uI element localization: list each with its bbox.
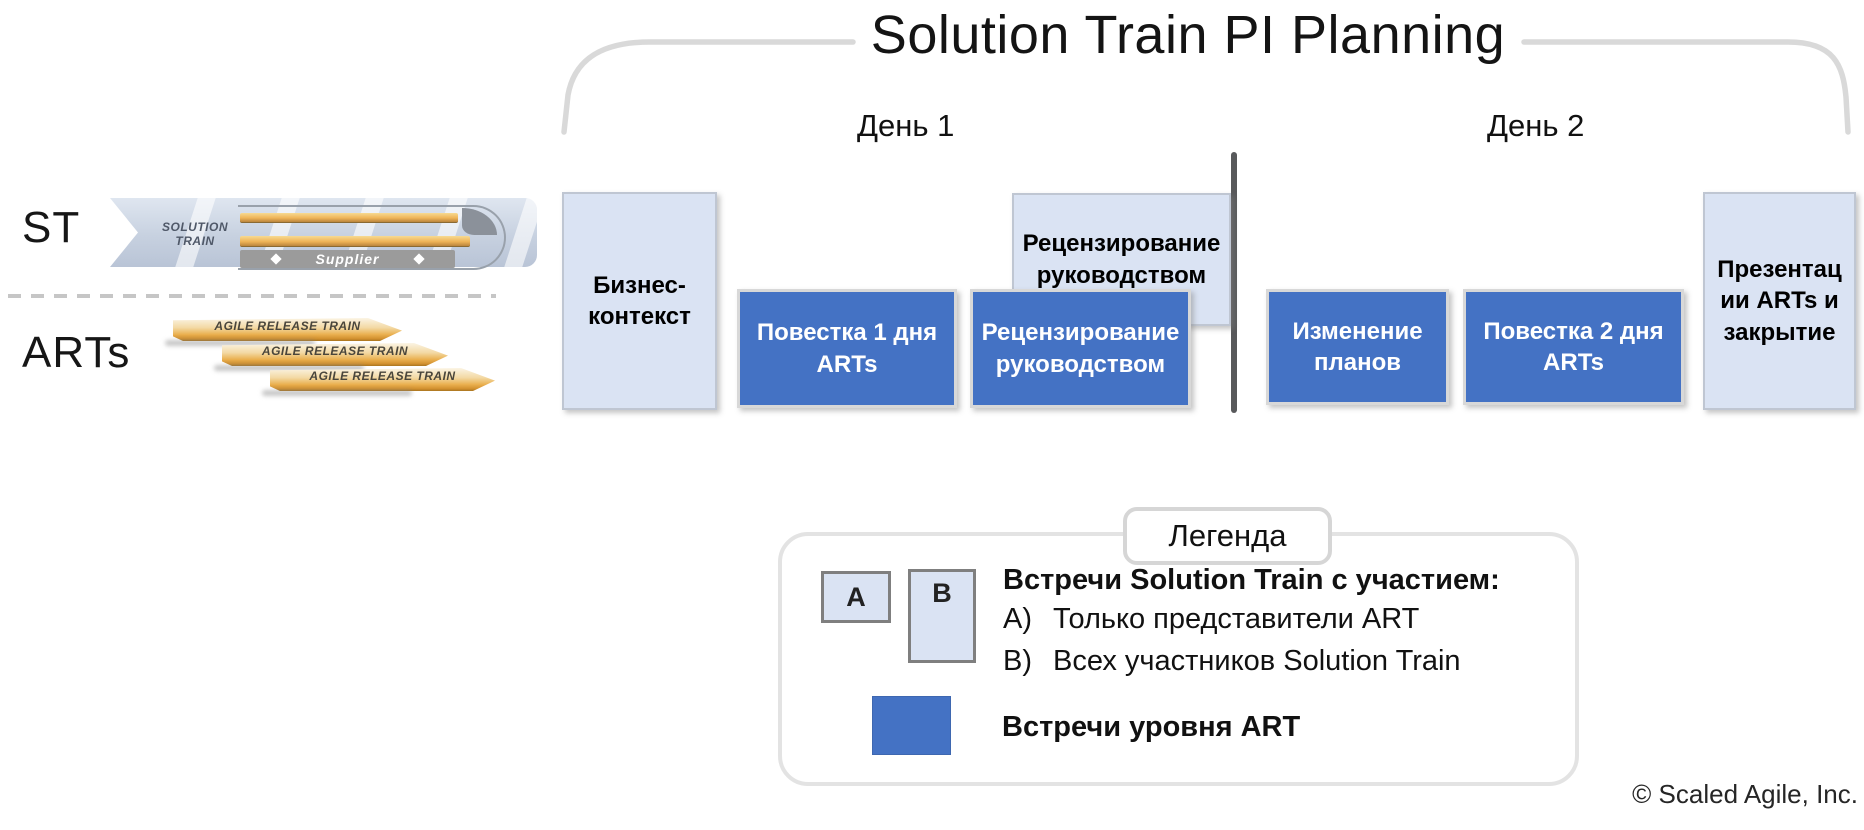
train-stripe bbox=[240, 213, 458, 223]
diamond-icon bbox=[270, 253, 282, 265]
train-shadow bbox=[165, 340, 315, 346]
copyright-notice: © Scaled Agile, Inc. bbox=[1632, 779, 1858, 809]
day1-heading: День 1 bbox=[857, 108, 955, 143]
agile-release-train-label: AGILE RELEASE TRAIN bbox=[309, 369, 456, 383]
st-arts-dashed-divider bbox=[8, 294, 496, 298]
train-shadow bbox=[214, 365, 364, 371]
agile-release-train: AGILE RELEASE TRAIN bbox=[173, 318, 402, 341]
legend-marker-b: B bbox=[932, 578, 952, 608]
box-art-presentations-closing: Презентац ии ARTs и закрытие bbox=[1703, 192, 1856, 410]
agile-release-train: AGILE RELEASE TRAIN bbox=[270, 368, 495, 391]
legend-swatch-a: A bbox=[821, 571, 891, 623]
box-business-context: Бизнес- контекст bbox=[562, 192, 717, 410]
box-plan-changes: Изменение планов bbox=[1266, 289, 1449, 405]
train-nose-outline bbox=[238, 205, 506, 270]
chevron-stripe bbox=[502, 198, 537, 267]
right-bracket bbox=[1521, 39, 1851, 135]
legend-item-a-prefix: A) bbox=[1003, 603, 1032, 635]
legend-item-a: A) Только представители ART bbox=[1003, 603, 1419, 636]
legend-swatch-art-level bbox=[872, 696, 951, 755]
agile-release-train: AGILE RELEASE TRAIN bbox=[222, 343, 448, 366]
arts-row-label: ARTs bbox=[22, 328, 131, 377]
page-title: Solution Train PI Planning bbox=[870, 5, 1506, 65]
legend-title: Легенда bbox=[1168, 518, 1287, 553]
st-row-label: ST bbox=[22, 203, 81, 252]
legend-art-level-label: Встречи уровня ART bbox=[1002, 711, 1301, 743]
legend-item-b-prefix: B) bbox=[1003, 645, 1032, 677]
solution-train-text: SOLUTION TRAIN bbox=[162, 220, 228, 249]
legend-item-a-text: Только представители ART bbox=[1053, 603, 1420, 635]
day2-heading: День 2 bbox=[1487, 108, 1585, 143]
box-day2-art-agenda: Повестка 2 дня ARTs bbox=[1463, 289, 1684, 405]
legend-heading: Встречи Solution Train с участием: bbox=[1003, 564, 1500, 596]
legend-title-tab: Легенда bbox=[1123, 507, 1332, 565]
day-divider bbox=[1231, 152, 1237, 413]
box-management-review-art: Рецензирование руководством bbox=[970, 289, 1191, 408]
agile-release-train-label: AGILE RELEASE TRAIN bbox=[214, 319, 361, 333]
supplier-label: Supplier bbox=[315, 251, 380, 267]
legend-item-b-text: Всех участников Solution Train bbox=[1053, 645, 1461, 677]
diamond-icon bbox=[413, 253, 425, 265]
legend-item-b: B) Всех участников Solution Train bbox=[1003, 645, 1461, 678]
agile-release-train-label: AGILE RELEASE TRAIN bbox=[261, 344, 409, 358]
left-bracket bbox=[561, 39, 856, 135]
box-day1-art-agenda: Повестка 1 дня ARTs bbox=[737, 289, 957, 408]
supplier-bar: Supplier bbox=[240, 250, 455, 268]
legend-swatch-b: B bbox=[908, 569, 976, 663]
train-shadow bbox=[262, 390, 412, 396]
train-stripe bbox=[240, 236, 470, 247]
legend-marker-a: A bbox=[846, 581, 866, 612]
